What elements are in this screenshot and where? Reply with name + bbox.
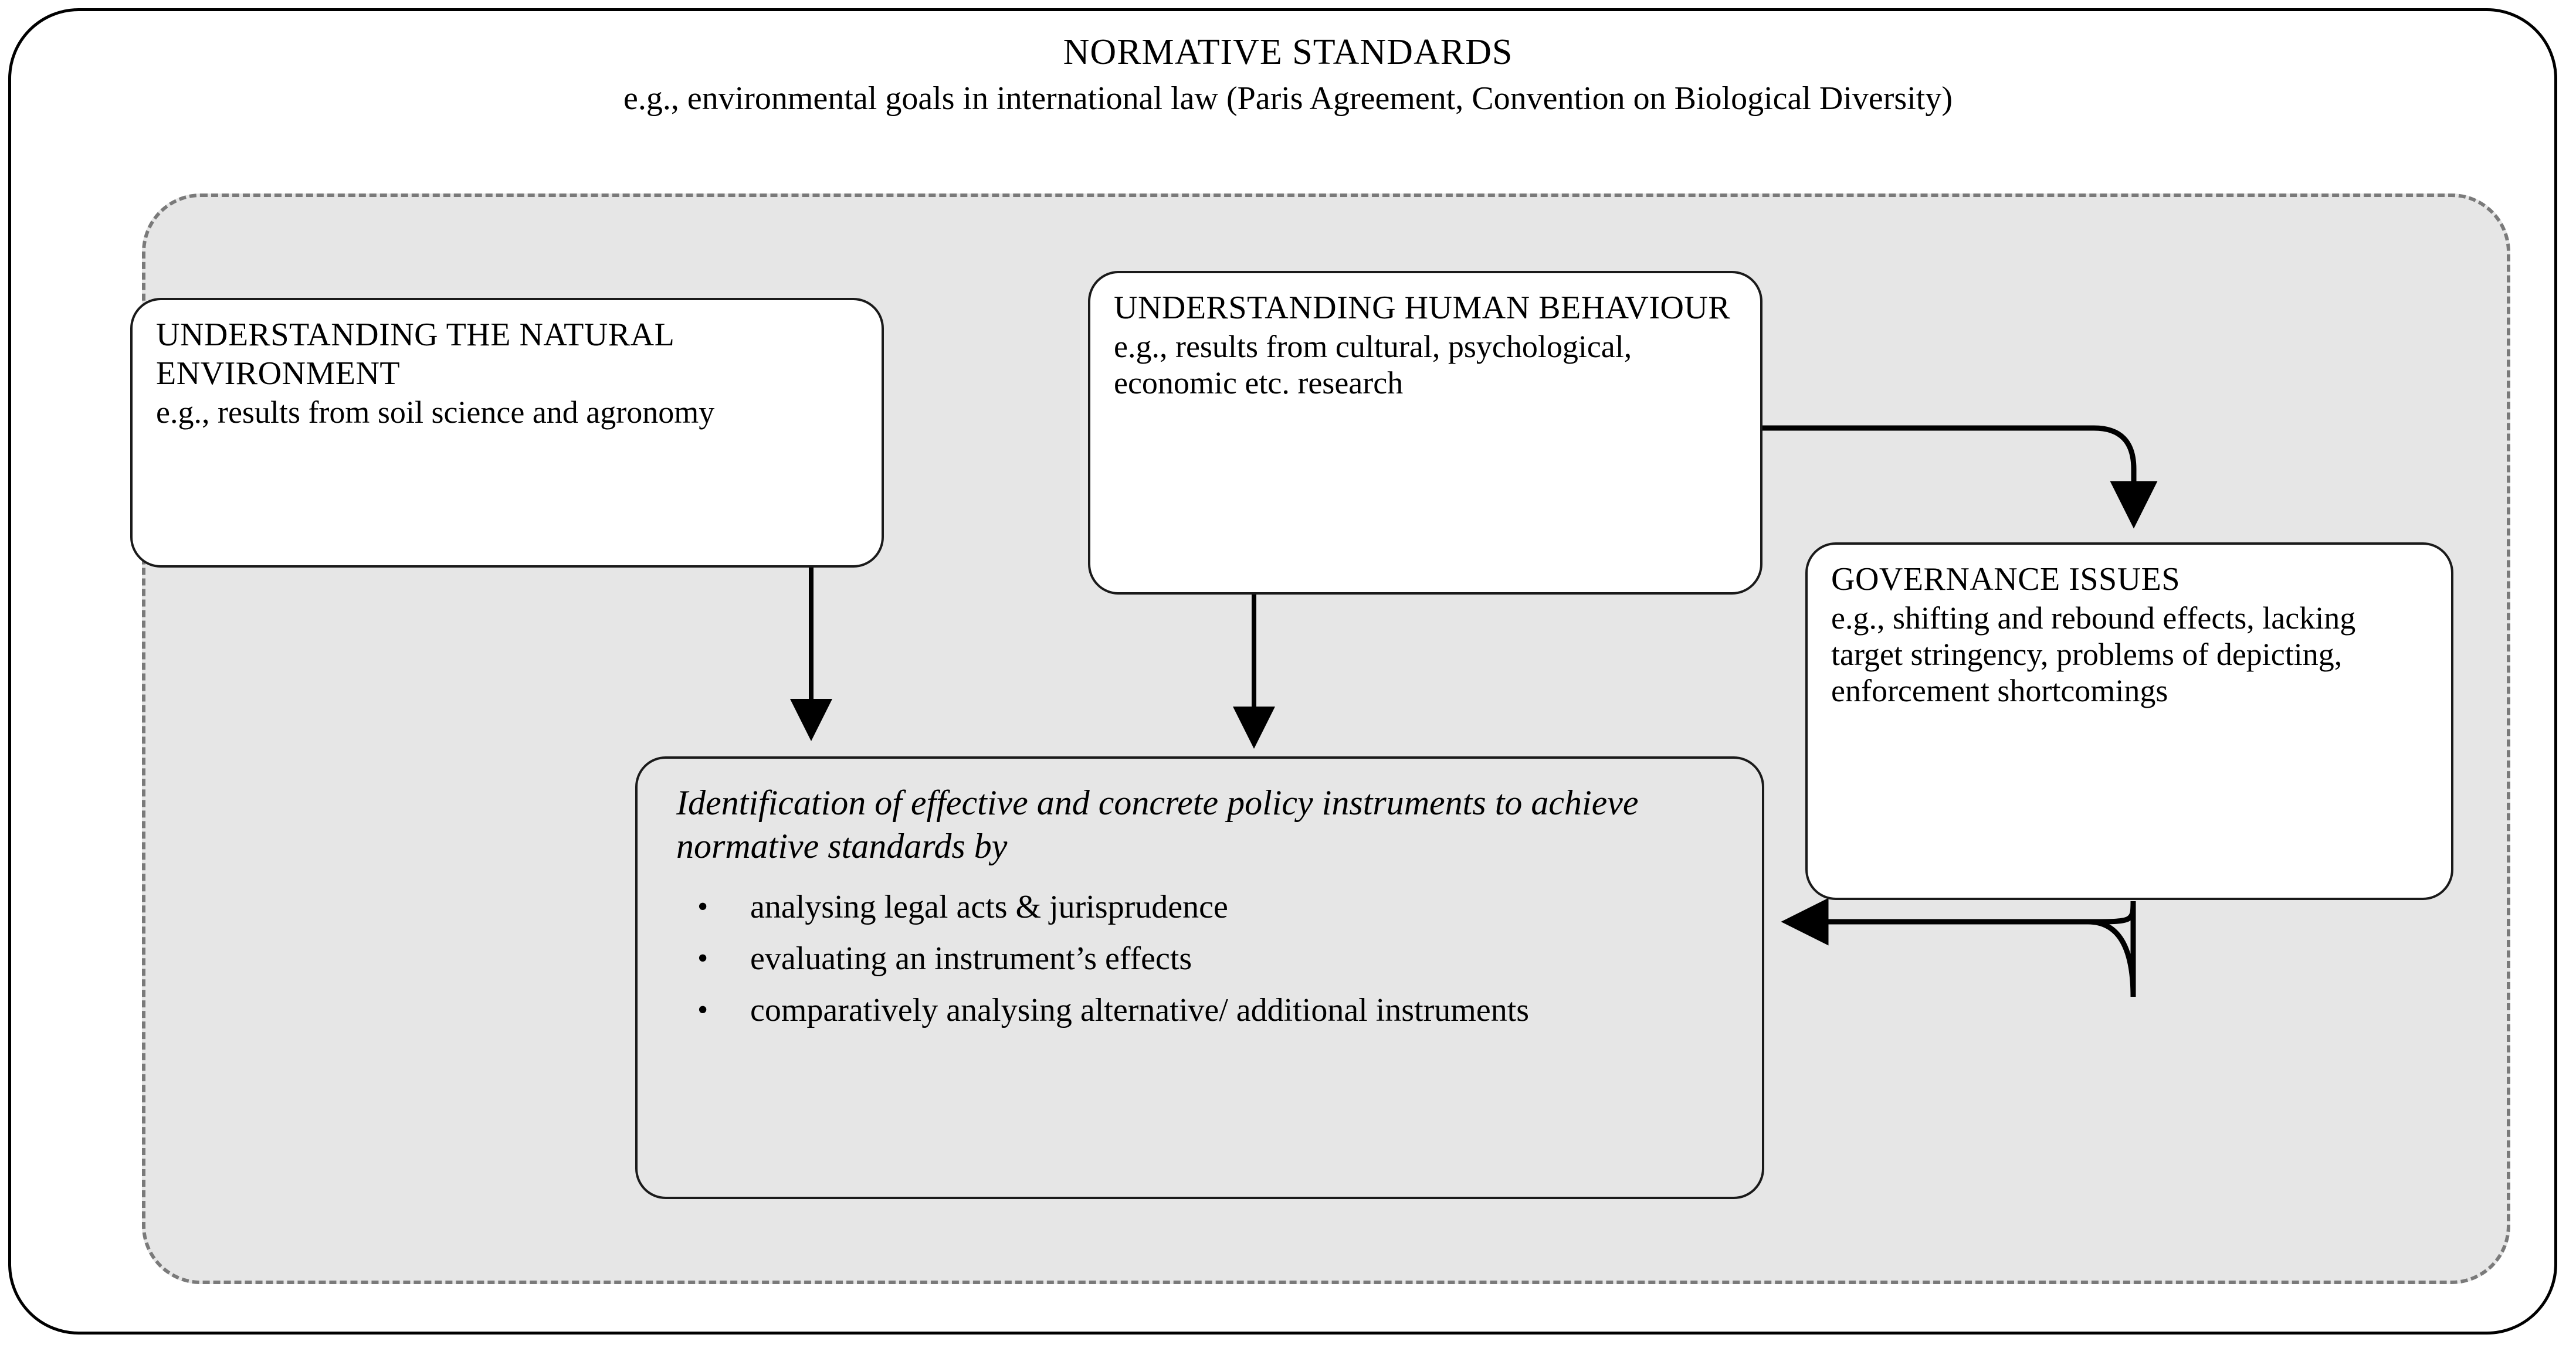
list-item-label: comparatively analysing alternative/ add… bbox=[750, 992, 1530, 1028]
list-item-label: evaluating an instrument’s effects bbox=[750, 940, 1192, 977]
node-governance-issues-title: GOVERNANCE ISSUES bbox=[1831, 561, 2180, 597]
node-natural-environment-title: UNDERSTANDING THE NATURAL ENVIRONMENT bbox=[156, 317, 674, 392]
node-governance-issues[interactable]: GOVERNANCE ISSUES e.g., shifting and reb… bbox=[1805, 542, 2453, 900]
bullet-dot-icon: • bbox=[697, 890, 709, 923]
node-understanding-human-behaviour[interactable]: UNDERSTANDING HUMAN BEHAVIOUR e.g., resu… bbox=[1088, 271, 1762, 595]
list-item-label: analysing legal acts & jurisprudence bbox=[750, 889, 1228, 925]
bullet-dot-icon: • bbox=[697, 942, 709, 975]
list-item: • evaluating an instrument’s effects bbox=[676, 939, 1736, 978]
node-human-behaviour-title: UNDERSTANDING HUMAN BEHAVIOUR bbox=[1114, 290, 1731, 326]
page-title: NORMATIVE STANDARDS bbox=[1063, 32, 1513, 72]
list-item: • analysing legal acts & jurisprudence bbox=[676, 888, 1736, 926]
node-natural-environment-body: e.g., results from soil science and agro… bbox=[156, 395, 715, 430]
diagram-header: NORMATIVE STANDARDS e.g., environmental … bbox=[0, 30, 2576, 120]
node-understanding-natural-environment[interactable]: UNDERSTANDING THE NATURAL ENVIRONMENT e.… bbox=[130, 298, 884, 568]
list-item: • comparatively analysing alternative/ a… bbox=[676, 991, 1736, 1030]
node-identification-of-policy-instruments[interactable]: Identification of effective and concrete… bbox=[635, 756, 1764, 1199]
identification-bullet-list: • analysing legal acts & jurisprudence •… bbox=[676, 888, 1736, 1030]
node-human-behaviour-body: e.g., results from cultural, psychologic… bbox=[1114, 329, 1632, 400]
page-subtitle: e.g., environmental goals in internation… bbox=[623, 80, 1953, 117]
node-governance-issues-body: e.g., shifting and rebound effects, lack… bbox=[1831, 600, 2356, 708]
bullet-dot-icon: • bbox=[697, 993, 709, 1027]
identification-lead-text: Identification of effective and concrete… bbox=[676, 783, 1639, 865]
